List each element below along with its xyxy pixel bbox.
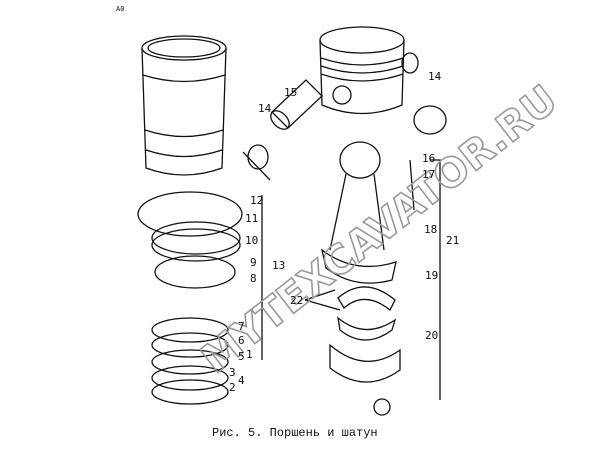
label-2: 2 — [229, 381, 236, 394]
piston-pin — [270, 79, 323, 130]
label-5: 5 — [238, 350, 245, 363]
label-3: 3 — [229, 366, 236, 379]
cylinder-liner — [141, 35, 227, 176]
bearing-shells — [337, 286, 397, 341]
label-1: 1 — [246, 348, 253, 361]
circlip-left — [247, 144, 269, 170]
label-9: 9 — [250, 256, 257, 269]
piston-rings — [137, 191, 243, 405]
label-15: 15 — [284, 86, 297, 99]
label-6: 6 — [238, 334, 245, 347]
label-4: 4 — [238, 374, 245, 387]
label-20: 20 — [425, 329, 438, 342]
connecting-rod — [320, 141, 415, 284]
label-7: 7 — [238, 320, 245, 333]
figure-caption: Рис. 5. Поршень и шатун — [212, 426, 378, 440]
circlip-right — [401, 52, 419, 74]
nut — [373, 398, 391, 416]
label-18: 18 — [424, 223, 437, 236]
bushing — [413, 105, 447, 135]
label-11: 11 — [245, 212, 258, 225]
label-21: 21 — [446, 234, 459, 247]
label-14-left: 14 — [258, 102, 272, 115]
label-17: 17 — [422, 168, 435, 181]
label-19: 19 — [425, 269, 438, 282]
label-12: 12 — [250, 194, 263, 207]
piston — [319, 26, 405, 115]
rod-cap — [329, 343, 401, 383]
label-8: 8 — [250, 272, 257, 285]
label-13: 13 — [272, 259, 285, 272]
label-10: 10 — [245, 234, 258, 247]
corner-mark: A0 — [116, 5, 124, 13]
label-16: 16 — [422, 152, 435, 165]
label-22: 22 — [290, 294, 303, 307]
label-14-right: 14 — [428, 70, 442, 83]
